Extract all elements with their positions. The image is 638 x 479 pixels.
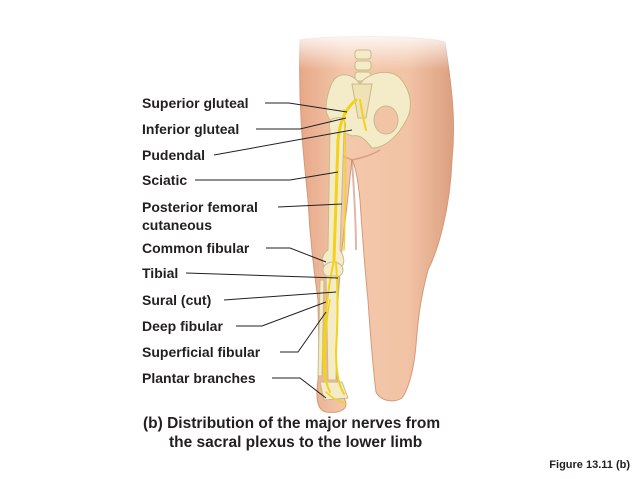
label-pudendal: Pudendal (142, 147, 206, 163)
label-plantar-branches: Plantar branches (142, 370, 256, 386)
nerves (322, 98, 367, 405)
leader-lines (185, 102, 353, 399)
leader-pudendal (213, 129, 353, 156)
leader-superficial-fibular (280, 311, 327, 353)
label-tibial: Tibial (142, 265, 179, 281)
leader-posterior-femoral (277, 203, 343, 208)
label-deep-fibular: Deep fibular (142, 318, 223, 334)
label-posterior-femoral-line2: cutaneous (142, 217, 213, 233)
leader-inferior-gluteal (256, 117, 347, 130)
leader-sciatic (195, 171, 339, 181)
leader-tibial (185, 272, 339, 279)
figure-number: Figure 13.11 (b) (549, 459, 630, 471)
leader-plantar-branches (272, 377, 327, 399)
label-inferior-gluteal: Inferior gluteal (142, 121, 240, 137)
leader-sural (223, 291, 337, 301)
label-superior-gluteal: Superior gluteal (142, 95, 249, 111)
label-sural: Sural (cut) (142, 292, 212, 308)
label-posterior-femoral-line1: Posterior femoral (142, 199, 258, 215)
leader-superior-gluteal (265, 102, 348, 113)
caption-line-2: the sacral plexus to the lower limb (169, 434, 423, 451)
label-common-fibular: Common fibular (142, 240, 250, 256)
caption-line-1: (b) Distribution of the major nerves fro… (143, 415, 441, 432)
label-superficial-fibular: Superficial fibular (142, 344, 261, 360)
label-sciatic: Sciatic (142, 172, 188, 188)
leader-deep-fibular (236, 301, 327, 327)
leader-common-fibular (266, 247, 327, 263)
